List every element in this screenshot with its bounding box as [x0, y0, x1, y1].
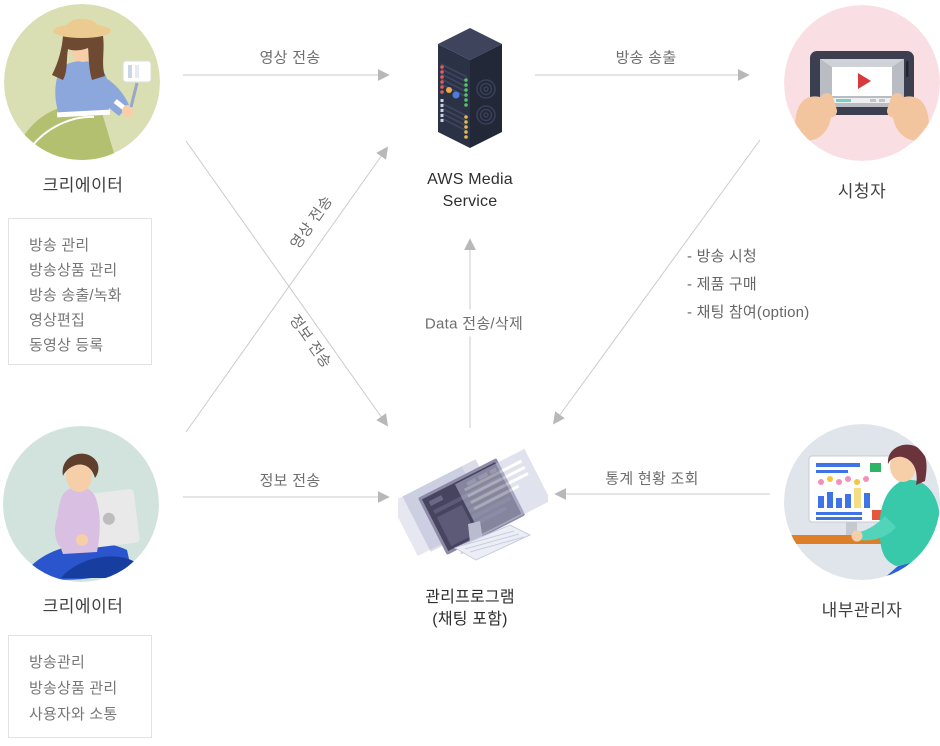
management-program-label: 관리프로그램 (채팅 포함) — [425, 587, 515, 631]
tablet-screen — [820, 59, 904, 107]
hands-shape — [795, 93, 929, 141]
tablet-hands-icon — [784, 5, 940, 161]
admin-person — [851, 444, 940, 580]
viewer-action-item: - 방송 시청 — [687, 248, 757, 265]
viewer-actions-list: - 방송 시청 - 제품 구매 - 채팅 참여(option) — [687, 243, 809, 327]
monitor-icon — [390, 448, 551, 561]
selfie-stick-icon — [129, 82, 139, 108]
server-leds-red — [440, 65, 444, 94]
server-fans — [476, 79, 496, 125]
monitor-stand — [846, 522, 857, 535]
tablet-button — [906, 61, 909, 77]
info-send-bottom-label: 정보 전송 — [259, 472, 321, 490]
broadcast-output-label: 방송 송출 — [615, 49, 677, 67]
dashboard-dots — [818, 476, 869, 485]
creator-bottom-label: 크리에이터 — [42, 597, 124, 616]
legs-shape — [29, 543, 135, 580]
task-item: 방송관리 — [29, 654, 86, 671]
task-item: 동영상 등록 — [29, 337, 104, 354]
phone-icon — [122, 60, 152, 83]
layered-panel-front — [454, 448, 551, 537]
task-item: 방송 송출/녹화 — [29, 287, 122, 304]
viewer-action-item: - 채팅 참여(option) — [687, 304, 810, 321]
mgmt-label-line1: 관리프로그램 — [425, 589, 515, 606]
task-item: 영상편집 — [29, 312, 86, 329]
server-leds-white — [440, 99, 444, 122]
internal-admin-label: 내부관리자 — [821, 601, 903, 620]
server-icon — [438, 28, 502, 148]
video-send-top-label: 영상 전송 — [259, 49, 321, 67]
hand-shape — [122, 105, 134, 117]
shirt-shape — [54, 486, 100, 554]
arrow-viewer-to-program — [552, 139, 761, 425]
server-led-amber — [446, 87, 452, 93]
creator-top-task-box: 방송 관리 방송상품 관리 방송 송출/녹화 영상편집 동영상 등록 — [8, 218, 152, 365]
woman-selfie-stick-icon — [4, 4, 160, 160]
man-laptop-icon — [3, 426, 159, 582]
viewer-label: 시청자 — [837, 182, 887, 201]
internal-admin-avatar — [784, 424, 940, 580]
viewer-action-item: - 제품 구매 — [687, 276, 757, 293]
play-icon — [858, 73, 871, 89]
task-item: 방송상품 관리 — [29, 262, 118, 279]
aws-server — [427, 27, 513, 151]
task-item: 방송상품 관리 — [29, 680, 118, 697]
data-transfer-delete-label: Data 전송/삭제 — [417, 309, 531, 337]
stats-inquiry-label: 통계 현황 조회 — [605, 470, 699, 488]
keyboard-icon — [453, 524, 532, 561]
hat-icon — [53, 18, 111, 38]
creator-bottom-avatar — [3, 426, 159, 582]
dashboard-bars — [818, 488, 870, 508]
arrow-info-send-diagonal — [185, 140, 389, 427]
creator-bottom-task-box: 방송관리 방송상품 관리 사용자와 소통 — [8, 635, 152, 738]
progress-bar — [832, 98, 892, 103]
server-leds-green — [464, 78, 468, 107]
creator-top-avatar — [4, 4, 160, 160]
server-vents — [440, 63, 468, 132]
hand-shape — [76, 534, 88, 546]
aws-media-service-label: AWS Media Service — [427, 169, 513, 213]
viewer-avatar — [784, 5, 940, 161]
aws-label-line1: AWS Media — [427, 171, 513, 188]
aws-label-line2: Service — [442, 193, 498, 210]
task-item: 방송 관리 — [29, 237, 90, 254]
management-program — [390, 432, 551, 567]
hair-shape — [62, 453, 99, 478]
desk-shape — [790, 535, 902, 544]
server-led-blue — [452, 91, 460, 99]
server-leds-yellow — [464, 115, 468, 139]
face-shape — [66, 460, 92, 492]
skirt-shape — [12, 104, 116, 160]
task-item: 사용자와 소통 — [29, 706, 118, 723]
admin-dashboard-icon — [784, 424, 940, 580]
arrow-video-send-diagonal — [185, 146, 389, 433]
hair-shape — [52, 23, 105, 81]
mgmt-label-line2: (채팅 포함) — [432, 611, 508, 628]
creator-top-label: 크리에이터 — [42, 176, 124, 195]
